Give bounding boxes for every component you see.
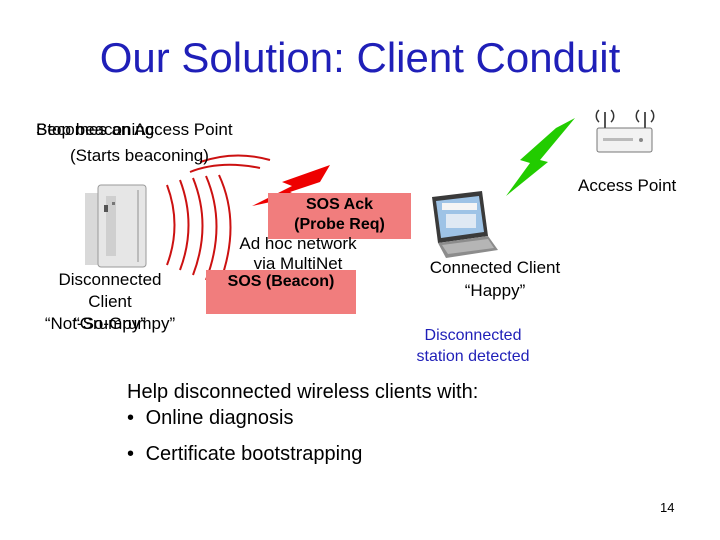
sos-beacon-label: SOS (Beacon) [227, 273, 335, 290]
bullet-certificate-bootstrapping: • Certificate bootstrapping [127, 443, 362, 466]
grumpy-label: “Grumpy” [74, 314, 146, 333]
client-label: Client [88, 292, 132, 311]
connected-client-label: Connected Client [429, 258, 561, 277]
happy-label: “Happy” [464, 281, 526, 300]
slide-title: Our Solution: Client Conduit [99, 34, 621, 81]
becomes-access-point-label: Becomes an Access Point [36, 120, 233, 139]
page-number: 14 [660, 500, 675, 515]
bullet-text: Online diagnosis [145, 407, 294, 429]
laptop-icon [432, 191, 498, 258]
detected-line2: station detected [416, 348, 530, 365]
probe-req-label: (Probe Req) [294, 216, 385, 233]
adhoc-network-label: Ad hoc network [239, 234, 357, 253]
help-heading: Help disconnected wireless clients with: [127, 381, 479, 403]
access-point-icon [595, 109, 655, 153]
bullet-text: Certificate bootstrapping [145, 443, 363, 465]
access-point-label: Access Point [578, 176, 677, 195]
bullet-dot: • [127, 443, 135, 465]
starts-beaconing-label: (Starts beaconing) [70, 146, 209, 165]
bullet-online-diagnosis: • Online diagnosis [127, 407, 293, 430]
via-multinet-label: via MultiNet [253, 254, 343, 273]
stop-beaconing-label: Stop beaconing [36, 120, 155, 139]
disconnected-label: Disconnected [58, 270, 162, 289]
bullet-dot: • [127, 407, 135, 429]
red-lightning-bolt-icon [252, 165, 330, 206]
green-lightning-bolt-icon [506, 118, 575, 196]
sos-ack-label: SOS Ack [306, 196, 373, 213]
sos-beacon-box: SOS (Beacon) [206, 270, 356, 314]
sos-ack-box: SOS Ack (Probe Req) [268, 193, 411, 239]
detected-line1: Disconnected [424, 327, 522, 344]
tower-pc-icon [85, 184, 147, 268]
not-so-grumpy-label: “Not-So-Grumpy” [44, 314, 176, 333]
